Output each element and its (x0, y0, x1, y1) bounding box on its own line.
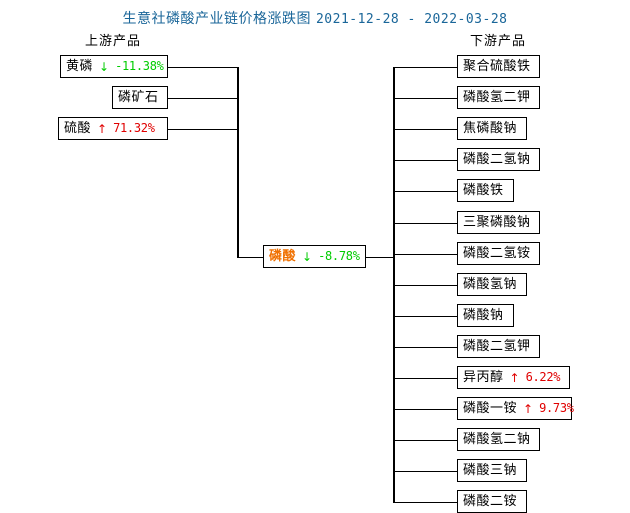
node-downstream-product[interactable]: 三聚磷酸钠 (457, 211, 540, 234)
connector-line (393, 315, 457, 318)
node-product-name: 黄磷 (66, 59, 94, 74)
connector-line (393, 222, 457, 225)
node-downstream-product[interactable]: 磷酸氢钠 (457, 273, 527, 296)
node-downstream-product[interactable]: 磷酸氢二钠 (457, 428, 540, 451)
connector-line (393, 66, 395, 502)
connector-line (393, 346, 457, 349)
node-product-name: 磷酸铁 (463, 183, 504, 198)
arrow-up-icon: ↑ (523, 401, 534, 416)
node-product-name: 磷酸一铵 (463, 401, 518, 416)
connector-line (393, 284, 457, 287)
connector-line (393, 501, 457, 504)
node-price-change: 9.73% (539, 401, 574, 415)
connector-line (237, 66, 239, 257)
node-product-name: 磷酸氢二钾 (463, 90, 531, 105)
arrow-down-icon: ↓ (302, 249, 313, 264)
connector-line (393, 97, 457, 100)
node-downstream-product[interactable]: 聚合硫酸铁 (457, 55, 540, 78)
node-upstream-product[interactable]: 黄磷 ↓ -11.38% (60, 55, 168, 78)
node-product-name: 磷酸 (269, 249, 297, 264)
connector-line (393, 470, 457, 473)
connector-line (237, 256, 263, 259)
title-date-range: 2021-12-28 - 2022-03-28 (315, 12, 508, 27)
downstream-column-header: 下游产品 (470, 34, 527, 49)
connector-line (393, 190, 457, 193)
title-text: 生意社磷酸产业链价格涨跌图 (122, 11, 312, 27)
node-product-name: 硫酸 (64, 121, 92, 136)
arrow-down-icon: ↓ (99, 59, 110, 74)
node-product-name: 磷酸氢钠 (463, 277, 518, 292)
node-price-change: -8.78% (318, 249, 360, 263)
connector-line (393, 439, 457, 442)
arrow-up-icon: ↑ (97, 121, 108, 136)
node-center-product[interactable]: 磷酸 ↓ -8.78% (263, 245, 366, 268)
node-downstream-product[interactable]: 焦磷酸钠 (457, 117, 527, 140)
node-downstream-product[interactable]: 磷酸二氢钾 (457, 335, 540, 358)
node-product-name: 磷酸钠 (463, 308, 504, 323)
node-product-name: 焦磷酸钠 (463, 121, 518, 136)
node-product-name: 磷酸二氢钠 (463, 152, 531, 167)
node-downstream-product[interactable]: 磷酸氢二钾 (457, 86, 540, 109)
node-product-name: 磷酸二铵 (463, 494, 518, 509)
node-downstream-product[interactable]: 磷酸二铵 (457, 490, 527, 513)
connector-line (393, 377, 457, 380)
node-downstream-product[interactable]: 磷酸三钠 (457, 459, 527, 482)
connector-line (393, 66, 457, 69)
node-downstream-product[interactable]: 磷酸铁 (457, 179, 514, 202)
node-product-name: 磷酸氢二钠 (463, 432, 531, 447)
node-product-name: 磷酸二氢铵 (463, 246, 531, 261)
node-price-change: -11.38% (115, 59, 164, 73)
connector-line (168, 66, 239, 69)
node-downstream-product[interactable]: 磷酸钠 (457, 304, 514, 327)
node-upstream-product[interactable]: 磷矿石 (112, 86, 168, 109)
node-price-change: 71.32% (113, 121, 155, 135)
node-product-name: 三聚磷酸钠 (463, 215, 531, 230)
node-product-name: 聚合硫酸铁 (463, 59, 531, 74)
node-downstream-product[interactable]: 磷酸一铵 ↑ 9.73% (457, 397, 574, 420)
connector-line (393, 159, 457, 162)
node-price-change: 6.22% (525, 370, 561, 384)
node-product-name: 磷酸二氢钾 (463, 339, 531, 354)
arrow-up-icon: ↑ (509, 370, 520, 385)
node-product-name: 磷矿石 (118, 90, 159, 105)
connector-line (393, 128, 457, 131)
node-downstream-product[interactable]: 异丙醇 ↑ 6.22% (457, 366, 570, 389)
node-product-name: 磷酸三钠 (463, 463, 518, 478)
node-downstream-product[interactable]: 磷酸二氢铵 (457, 242, 540, 265)
node-upstream-product[interactable]: 硫酸 ↑ 71.32% (58, 117, 168, 140)
upstream-column-header: 上游产品 (85, 34, 142, 49)
connector-line (366, 256, 395, 259)
connector-line (168, 97, 239, 100)
node-product-name: 异丙醇 (463, 370, 504, 385)
node-downstream-product[interactable]: 磷酸二氢钠 (457, 148, 540, 171)
connector-line (168, 128, 239, 131)
page-title: 生意社磷酸产业链价格涨跌图 2021-12-28 - 2022-03-28 (0, 8, 630, 28)
connector-line (393, 253, 457, 256)
connector-line (393, 408, 457, 411)
